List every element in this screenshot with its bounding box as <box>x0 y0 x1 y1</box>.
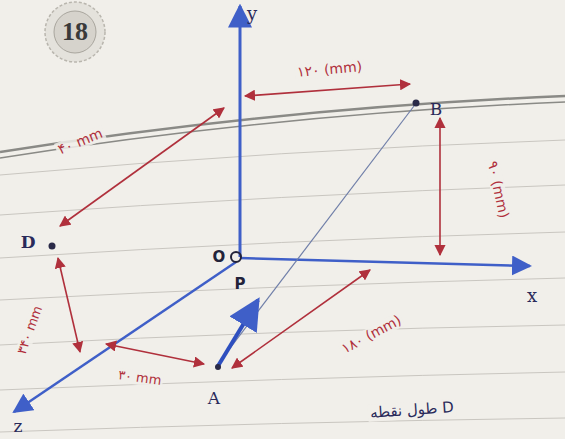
origin-label: O <box>211 249 228 266</box>
dimension-text: ۹۰ (mm) <box>484 158 512 222</box>
page-badge <box>45 2 105 62</box>
axis-name: z <box>12 417 25 436</box>
axis-name: y <box>245 4 259 24</box>
point-label: B <box>428 100 445 119</box>
dimension-lines <box>58 84 440 368</box>
ruled-lines <box>0 140 565 432</box>
dimension-text: ۳۴۰ mm <box>14 302 46 358</box>
header-band <box>0 96 565 158</box>
dimension-text: ۱۸۰ (mm) <box>338 312 406 358</box>
dimension-text: ۳۰ mm <box>116 368 165 389</box>
note-text: طول نقطه D <box>368 399 457 422</box>
page-number: 18 <box>60 18 90 47</box>
points <box>49 100 420 371</box>
point-label: A <box>206 389 222 408</box>
dimension-text: ۴۰ mm <box>54 125 107 158</box>
force-vector <box>218 300 258 366</box>
point-label: P <box>233 276 248 293</box>
axes <box>14 6 530 412</box>
point-label: D <box>19 233 38 252</box>
guide-line <box>218 106 414 364</box>
dimension-text: ۱۲۰ (mm) <box>295 59 365 80</box>
axis-name: x <box>525 286 539 306</box>
